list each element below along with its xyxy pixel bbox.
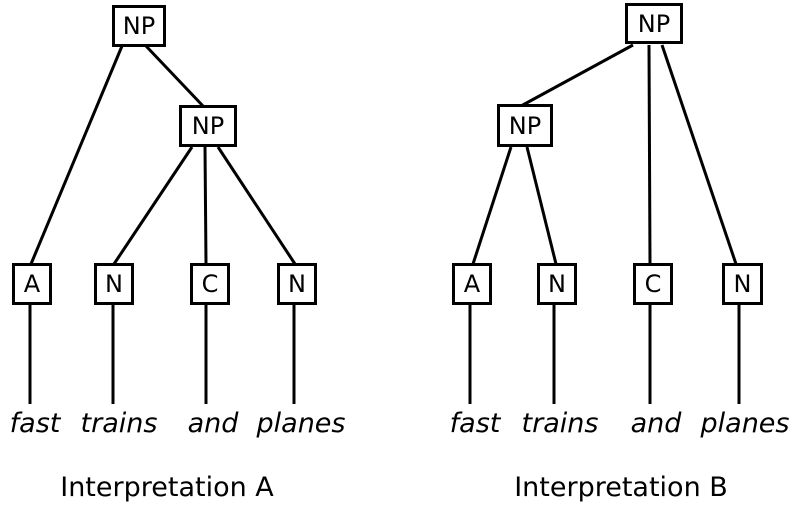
edge-a-inner-to-leaf-c [203,146,208,265]
edge-a-root-to-leaf-a [29,45,124,265]
edge-b-inner-to-leaf-a [471,146,513,265]
tree-a-caption: Interpretation A [60,472,274,503]
tree-a-word-fast: fast [9,408,61,439]
edge-b-root-to-leaf-n2 [660,44,738,265]
tree-b-word-trains: trains [521,408,599,439]
tree-b-word-fast: fast [449,408,501,439]
tree-b-inner-np-node: NP [497,104,553,147]
tree-a-leaf-c-node: C [190,263,230,305]
tree-b-leaf-a-node: A [452,263,492,305]
tree-b-leaf-n1-node: N [537,263,577,305]
tree-a-leaf-n1-node: N [94,263,134,305]
edge-a-inner-to-leaf-n2 [216,146,297,265]
tree-b-leaf-n2-node: N [722,263,763,305]
tree-b-root-np-node: NP [625,3,683,44]
edge-a-root-to-inner-np [144,44,205,108]
tree-b-word-planes: planes [700,408,790,439]
edge-b-inner-to-leaf-n1 [525,146,558,265]
tree-a-word-and: and [187,408,239,439]
tree-a-word-planes: planes [256,408,346,439]
tree-b-leaf-c-node: C [633,263,673,305]
edge-b-root-to-leaf-c [647,44,652,265]
edge-a-inner-to-leaf-n1 [112,146,194,265]
tree-a-leaf-n2-node: N [277,263,317,305]
tree-a-inner-np-node: NP [179,105,237,147]
tree-a-leaf-a-node: A [12,263,52,305]
tree-b-word-and: and [630,408,682,439]
edge-b-root-to-inner-np [520,43,634,108]
tree-a-word-trains: trains [80,408,158,439]
tree-a-root-np-node: NP [112,5,166,47]
tree-b-caption: Interpretation B [514,472,728,503]
